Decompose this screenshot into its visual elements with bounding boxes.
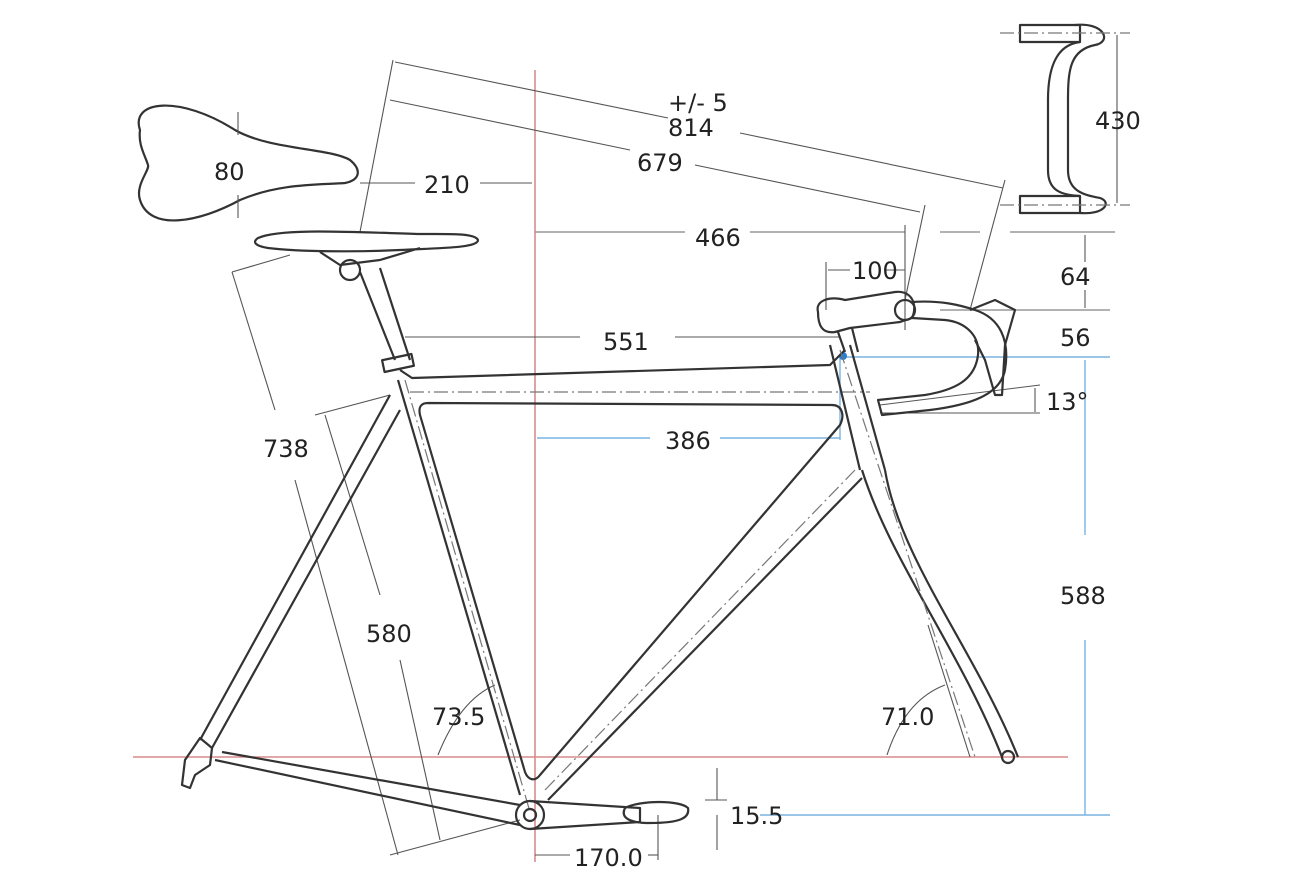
bb-to-bar-reach-label: 466	[695, 224, 741, 252]
head-angle-label: 71.0	[881, 703, 935, 731]
saddle-height-label: 738	[263, 435, 309, 463]
stack-label: 588	[1060, 582, 1106, 610]
seat-tube-label: 580	[366, 620, 412, 648]
bb-drop-label: 15.5	[730, 802, 784, 830]
top-tube-label: 551	[603, 328, 649, 356]
blue-dimensions	[537, 352, 1110, 816]
handlebar-front-view	[1000, 23, 1130, 215]
bar-width-label: 430	[1095, 107, 1141, 135]
saddle-to-stem-reach-label: 679	[637, 149, 683, 177]
bike-frame	[180, 230, 1020, 831]
tolerance-label: +/- 5	[668, 89, 728, 117]
stem-angle-label: 13°	[1046, 388, 1089, 416]
seat-angle-label: 73.5	[432, 703, 486, 731]
saddle-width-label: 80	[214, 158, 245, 186]
saddle-to-bar-reach-label: 814	[668, 114, 714, 142]
dimension-lines	[231, 59, 1115, 860]
stem-length-label: 100	[852, 257, 898, 285]
frame-reach-label: 386	[665, 427, 711, 455]
setback-label: 210	[424, 171, 470, 199]
crank-length-label: 170.0	[574, 844, 643, 872]
bar-drop-label: 64	[1060, 263, 1091, 291]
spacer-stack-label: 56	[1060, 324, 1091, 352]
saddle-top-view	[137, 104, 359, 222]
